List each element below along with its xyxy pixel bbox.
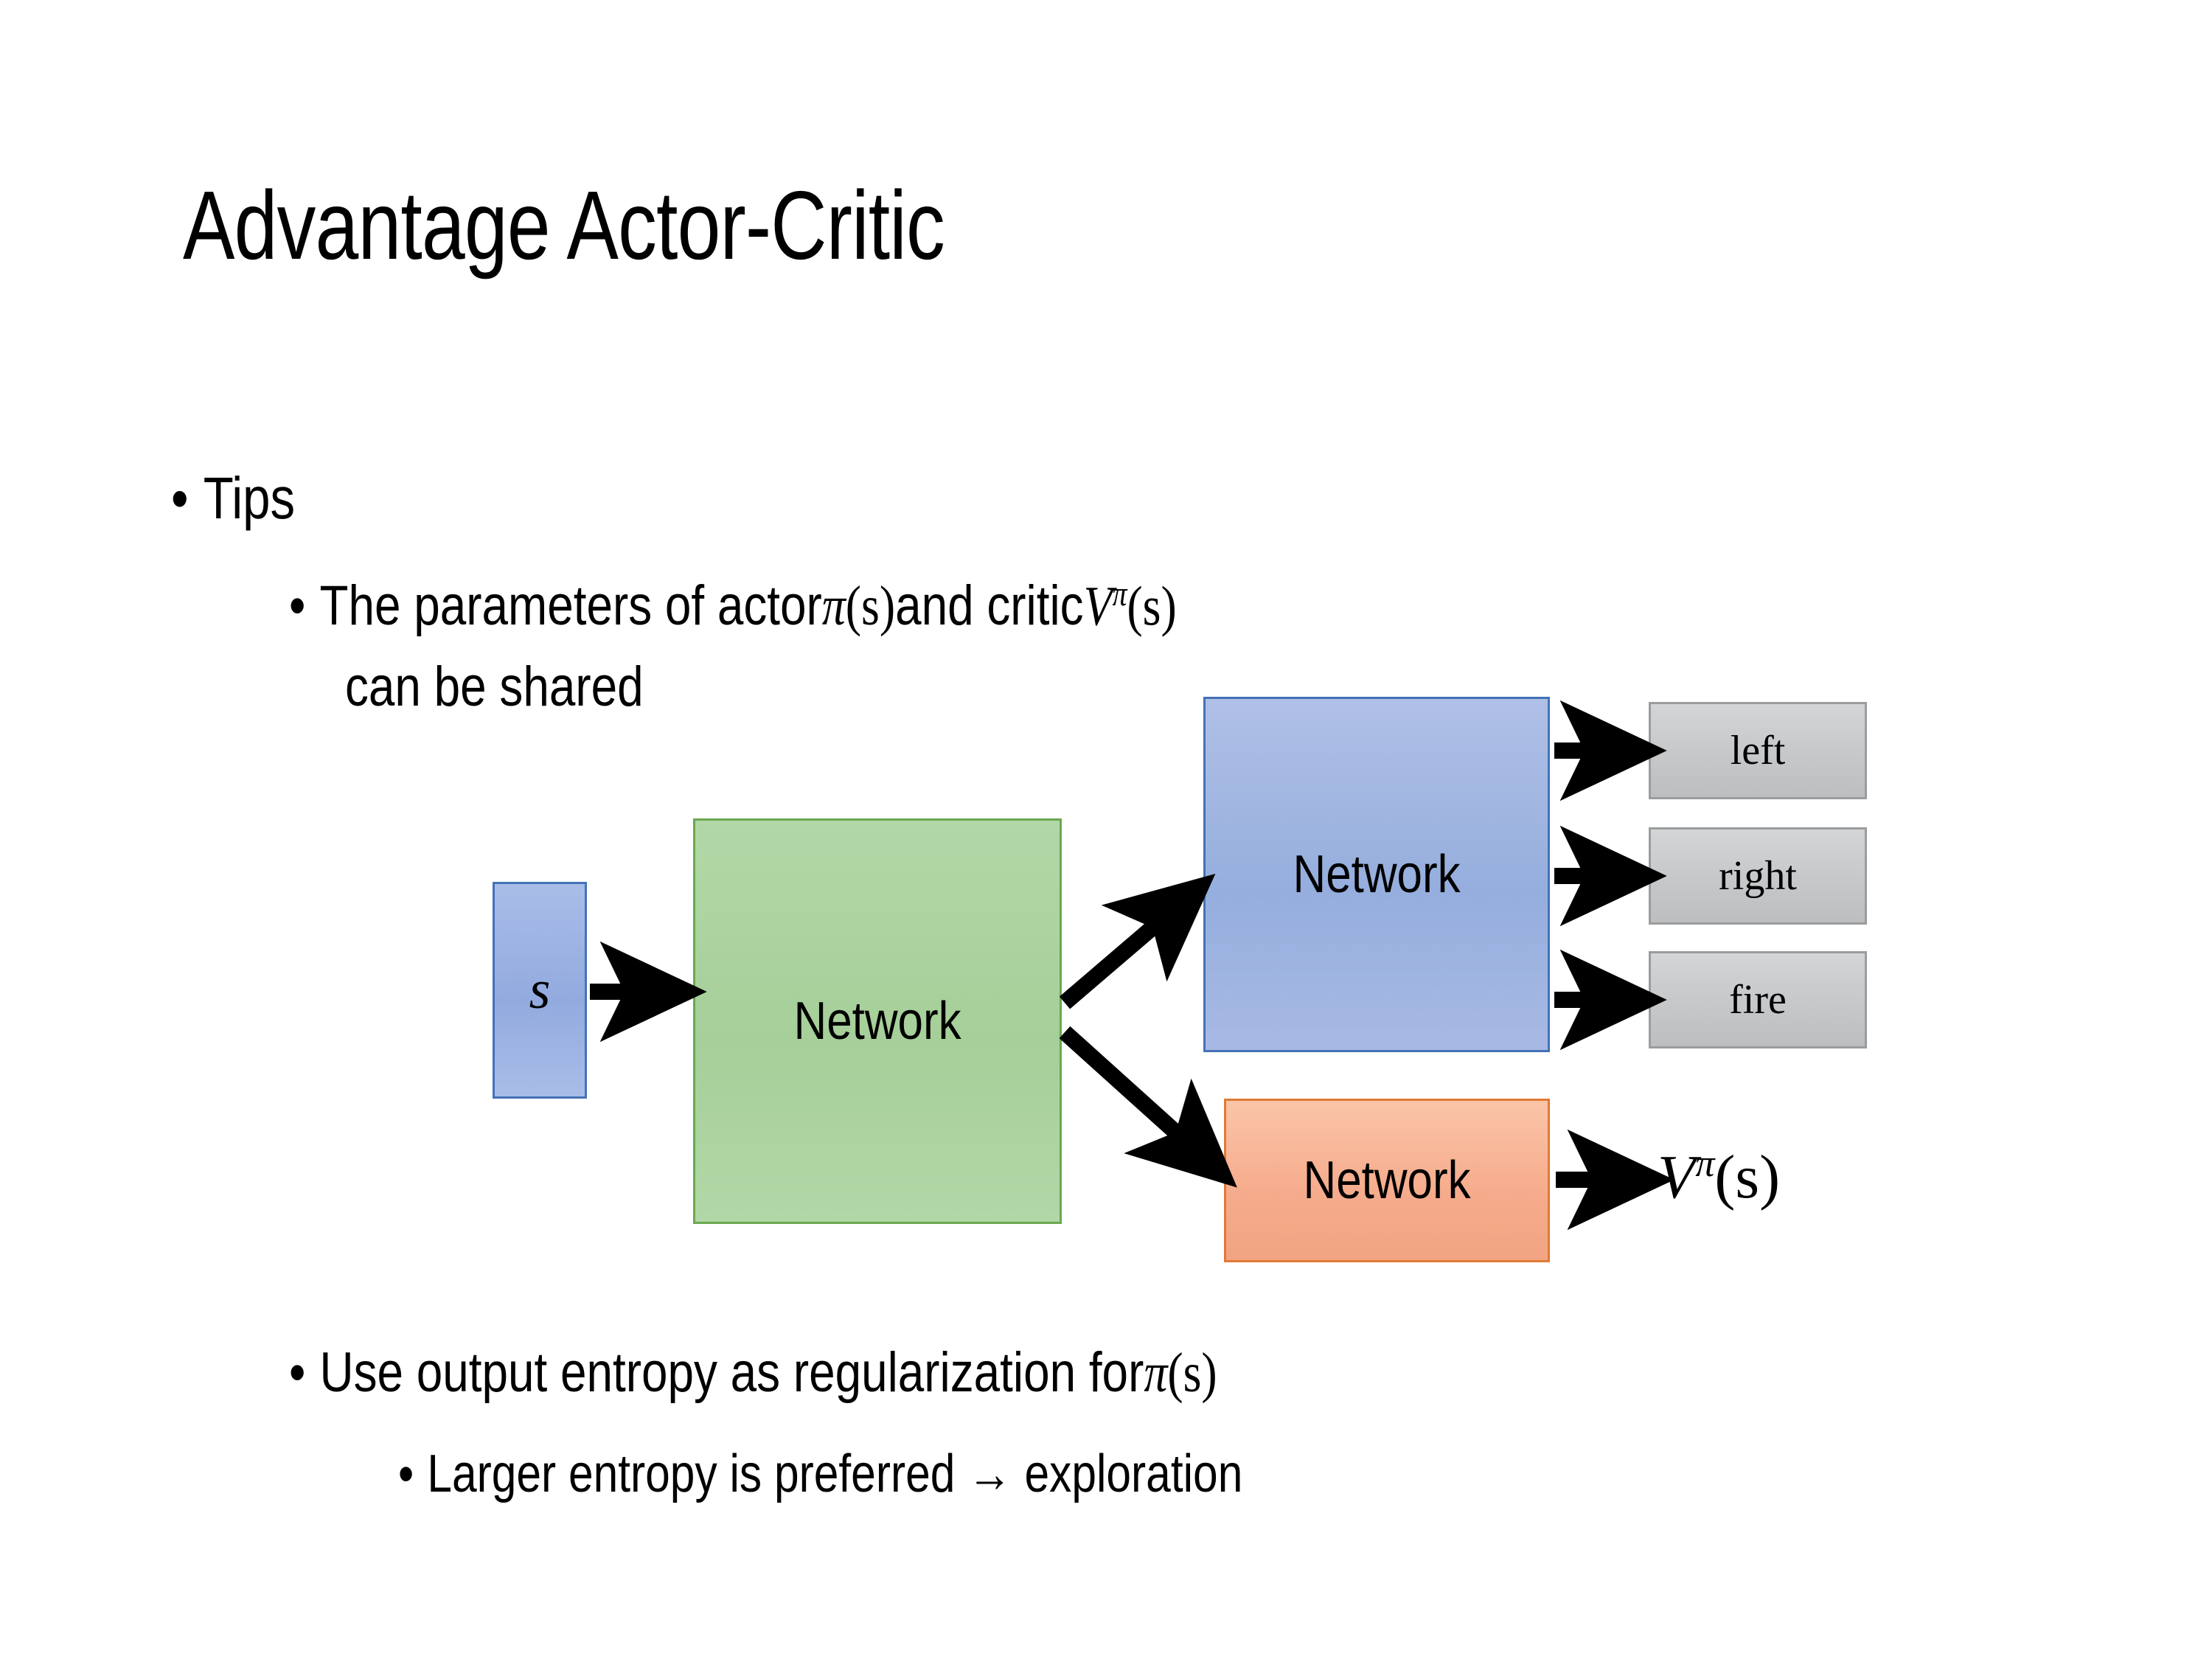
math-actor-pi: π(s) [821, 575, 896, 637]
bullet-marker-icon: • [171, 465, 189, 531]
math-policy-pi: π(s) [1144, 1342, 1217, 1404]
bullet-tips-label: Tips [203, 465, 296, 531]
actor-network-label: Network [1293, 845, 1461, 904]
bullet-larger-entropy: • Larger entropy is preferred → explorat… [398, 1444, 1242, 1504]
action-box-fire: fire [1649, 951, 1867, 1048]
bullet-shared-parameters: • The parameters of actor π(s) and criti… [289, 574, 1177, 639]
bullet-params-pre: The parameters of actor [319, 574, 822, 637]
shared-network-label: Network [793, 992, 961, 1051]
bullet-marker-icon: • [289, 574, 306, 637]
action-label-fire: fire [1729, 977, 1787, 1023]
bullet-marker-icon: • [398, 1444, 414, 1503]
value-function-output-label: Vπ(s) [1658, 1143, 1781, 1211]
bullet-entropy-regularization: • Use output entropy as regularization f… [289, 1340, 1217, 1405]
bullet-marker-icon: • [289, 1341, 306, 1404]
state-input-box: s [493, 882, 587, 1099]
actor-network-box: Network [1203, 697, 1550, 1052]
action-box-left: left [1649, 702, 1867, 799]
math-critic-v-pi: Vπ(s) [1083, 574, 1177, 637]
critic-network-box: Network [1224, 1099, 1550, 1262]
bullet-larger-entropy-label: Larger entropy is preferred → exploratio… [427, 1444, 1243, 1503]
bullet-shared-parameters-line2: can be shared [345, 655, 644, 718]
arrow-shared-to-critic [1059, 1026, 1237, 1188]
arrow-shared-to-actor [1059, 873, 1216, 1009]
bullet-params-mid: and critic [895, 574, 1084, 637]
shared-network-box: Network [693, 818, 1062, 1224]
page-title: Advantage Actor-Critic [183, 171, 945, 279]
bullet-tips: • Tips [171, 465, 295, 532]
action-label-right: right [1719, 853, 1797, 899]
action-label-left: left [1730, 728, 1786, 773]
bullet-entropy-pre: Use output entropy as regularization for [319, 1341, 1144, 1404]
critic-network-label: Network [1303, 1151, 1471, 1210]
state-input-label: s [529, 959, 551, 1020]
action-box-right: right [1649, 827, 1867, 925]
